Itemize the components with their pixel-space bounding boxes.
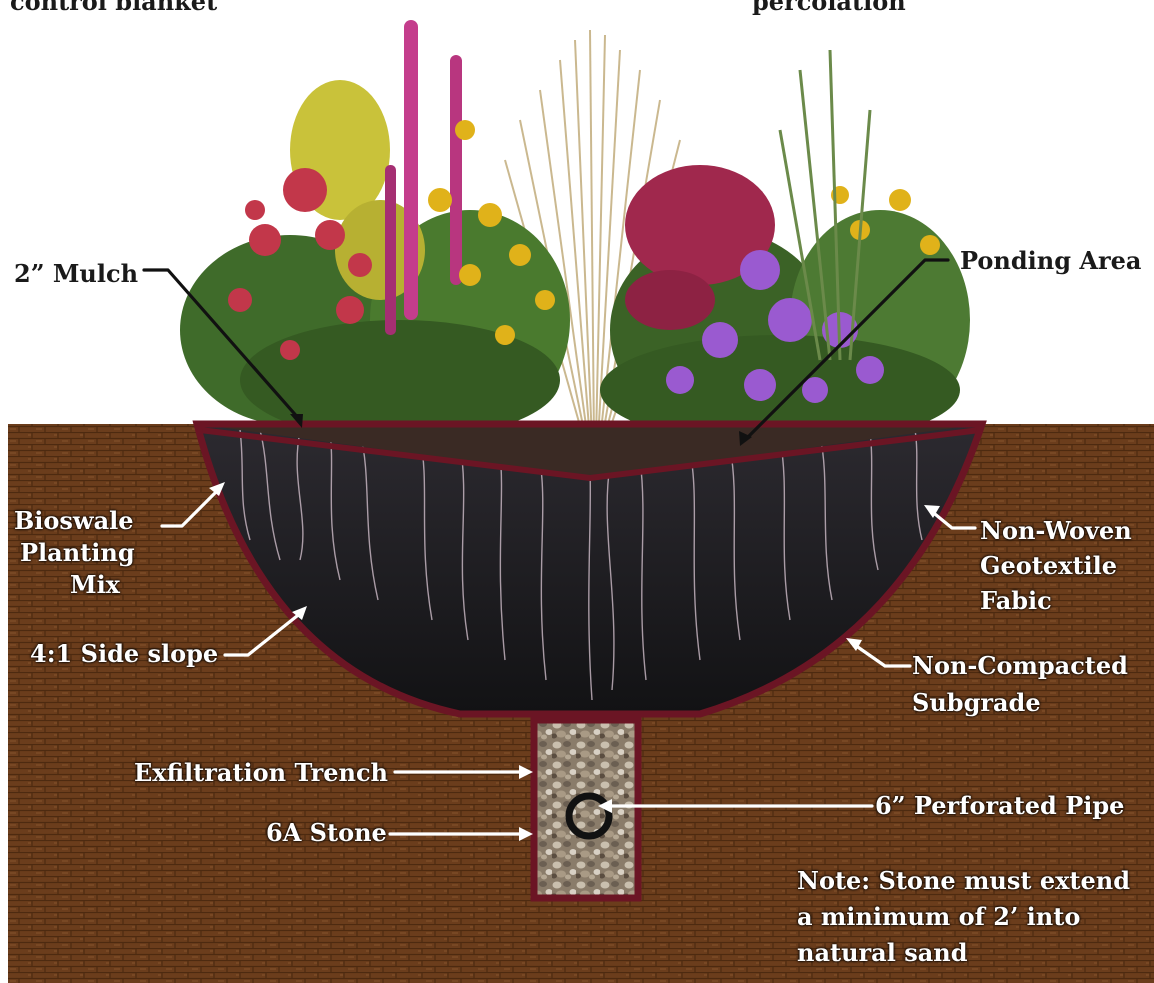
ponding-area-label: Ponding Area	[960, 248, 1141, 273]
stone-label: 6A Stone	[266, 820, 387, 845]
geotextile-label-line2: Geotextile	[980, 553, 1132, 578]
note-line3: natural sand	[797, 940, 1130, 965]
cutoff-label-left: control blanket	[10, 0, 217, 14]
bioswale-label-line2: Planting	[14, 540, 164, 565]
note-line1: Note: Stone must extend	[797, 868, 1130, 893]
subgrade-label: Non-Compacted Subgrade	[912, 653, 1128, 715]
exfiltration-trench-label: Exfiltration Trench	[134, 760, 388, 785]
mulch-label: 2” Mulch	[14, 261, 138, 286]
side-slope-label: 4:1 Side slope	[30, 641, 218, 666]
perforated-pipe-label: 6” Perforated Pipe	[875, 793, 1124, 818]
geotextile-label-line1: Non-Woven	[980, 518, 1132, 543]
liatris-spike	[404, 20, 418, 320]
subgrade-label-line2: Subgrade	[912, 690, 1128, 715]
geotextile-label: Non-Woven Geotextile Fabic	[980, 518, 1132, 614]
exfiltration-trench	[534, 720, 638, 898]
bioswale-label-line1: Bioswale	[14, 508, 164, 533]
geotextile-label-line3: Fabic	[980, 588, 1132, 613]
plant-cluster	[180, 20, 970, 445]
subgrade-label-line1: Non-Compacted	[912, 653, 1128, 678]
cutoff-label-right: percolation	[752, 0, 906, 14]
bioswale-planting-mix-label: Bioswale Planting Mix	[14, 508, 164, 598]
note-text: Note: Stone must extend a minimum of 2’ …	[797, 868, 1130, 966]
note-line2: a minimum of 2’ into	[797, 904, 1130, 929]
bioswale-label-line3: Mix	[14, 572, 164, 597]
